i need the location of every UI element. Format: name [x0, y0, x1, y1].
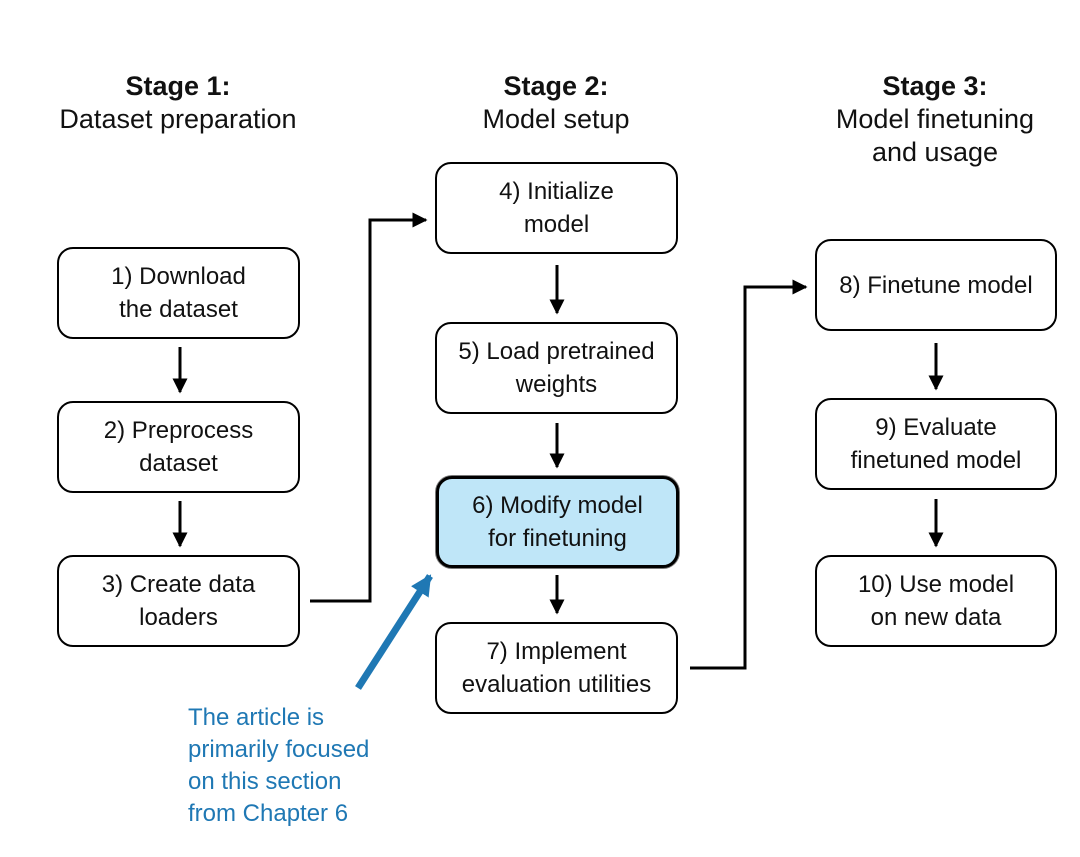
step-9-label: 9) Evaluate finetuned model — [850, 414, 1022, 474]
stage-2-title: Stage 2: — [503, 71, 609, 101]
annotation-note: The article is primarily focused on this… — [188, 704, 370, 827]
step-4-initialize-model: 4) Initialize model — [435, 162, 678, 254]
step-8-label: 8) Finetune model — [839, 271, 1033, 299]
step-6-label: 6) Modify model for finetuning — [472, 492, 643, 552]
arrow-step-3-to-4 — [310, 212, 428, 603]
step-2-preprocess-dataset: 2) Preprocess dataset — [57, 401, 300, 493]
stage-2-subtitle: Model setup — [482, 104, 630, 134]
step-10-use-model-on-new-data: 10) Use model on new data — [815, 555, 1057, 647]
step-6-modify-model-for-finetuning: 6) Modify model for finetuning — [436, 476, 679, 568]
step-7-label: 7) Implement evaluation utilities — [461, 638, 652, 698]
step-1-download-dataset: 1) Download the dataset — [57, 247, 300, 339]
step-4-label: 4) Initialize model — [499, 178, 614, 238]
stage-3-title: Stage 3: — [882, 71, 988, 101]
step-5-label: 5) Load pretrained weights — [458, 338, 655, 398]
step-10-label: 10) Use model on new data — [857, 571, 1015, 631]
stage-3-subtitle-line-1: Model finetuning — [835, 104, 1035, 134]
stage-3-subtitle-line-2: and usage — [871, 137, 999, 167]
stage-1-title: Stage 1: — [125, 71, 231, 101]
stage-1-heading: Stage 1: Dataset preparation — [38, 70, 318, 136]
step-3-create-data-loaders: 3) Create data loaders — [57, 555, 300, 647]
annotation-pointer-arrow — [355, 574, 433, 690]
stage-3-heading: Stage 3: Model finetuning and usage — [805, 70, 1065, 169]
step-3-label: 3) Create data loaders — [101, 571, 256, 631]
step-9-evaluate-finetuned-model: 9) Evaluate finetuned model — [815, 398, 1057, 490]
step-8-finetune-model: 8) Finetune model — [815, 239, 1057, 331]
step-7-implement-evaluation-utilities: 7) Implement evaluation utilities — [435, 622, 678, 714]
arrow-step-7-to-8 — [690, 279, 808, 670]
stage-1-subtitle: Dataset preparation — [59, 104, 297, 134]
step-1-label: 1) Download the dataset — [111, 263, 246, 323]
stage-2-heading: Stage 2: Model setup — [426, 70, 686, 136]
step-5-load-pretrained-weights: 5) Load pretrained weights — [435, 322, 678, 414]
step-2-label: 2) Preprocess dataset — [103, 417, 254, 477]
